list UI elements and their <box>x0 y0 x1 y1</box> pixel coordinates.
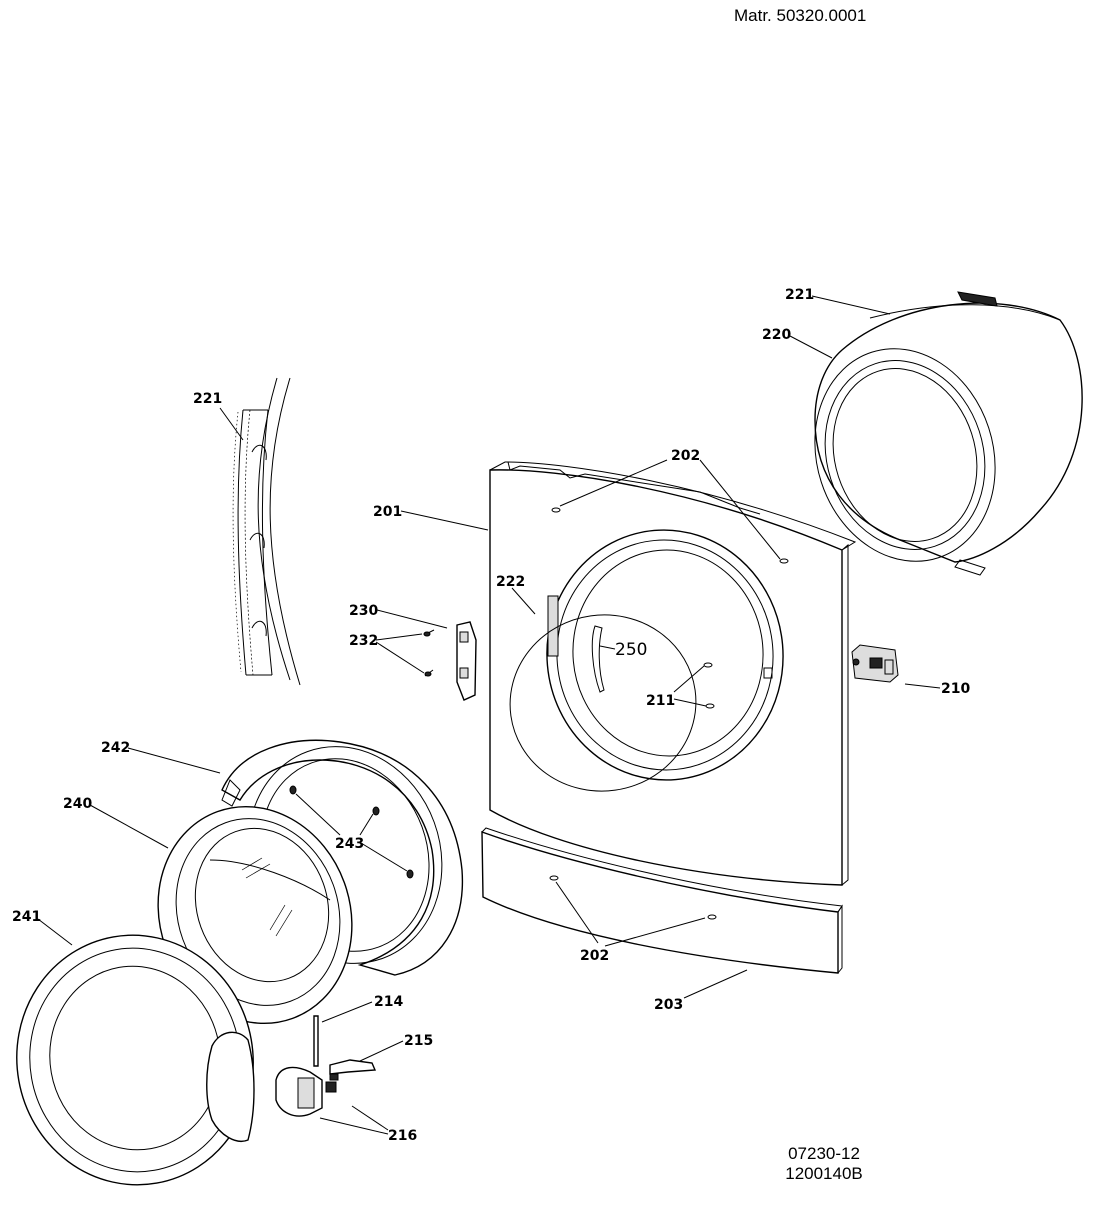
callout-243: 243 <box>335 836 364 852</box>
tub-ring-assembly <box>814 291 1083 576</box>
handle-parts <box>275 1015 377 1117</box>
callout-215: 215 <box>404 1033 433 1049</box>
callout-230: 230 <box>349 603 378 619</box>
door-outer-cover <box>16 934 255 1186</box>
leader-lines <box>37 295 941 1135</box>
callout-214: 214 <box>374 994 403 1010</box>
door-lens <box>509 614 697 792</box>
callout-202-bottom: 202 <box>580 948 609 964</box>
callout-242: 242 <box>101 740 130 756</box>
seal-strip-detail <box>232 377 301 686</box>
callout-203: 203 <box>654 997 683 1013</box>
callout-222: 222 <box>496 574 525 590</box>
drawing-ref: 1200140B <box>785 1164 863 1183</box>
door-lock <box>851 644 899 683</box>
kickplate <box>481 827 843 974</box>
drawing-code: 07230-12 <box>788 1144 860 1163</box>
callout-211: 211 <box>646 693 675 709</box>
callout-240: 240 <box>63 796 92 812</box>
front-panel <box>489 461 857 886</box>
callout-210: 210 <box>941 681 970 697</box>
callout-250: 250 <box>615 640 647 660</box>
material-number: Matr. 50320.0001 <box>734 6 867 25</box>
callout-241: 241 <box>12 909 41 925</box>
callout-201: 201 <box>373 504 402 520</box>
callout-202-top: 202 <box>671 448 700 464</box>
inner-door-frame <box>221 739 464 976</box>
callout-216: 216 <box>388 1128 417 1144</box>
callout-221-right: 221 <box>785 287 814 303</box>
callout-232: 232 <box>349 633 378 649</box>
callout-221-left: 221 <box>193 391 222 407</box>
callout-220: 220 <box>762 327 791 343</box>
door-hinge <box>423 621 477 701</box>
